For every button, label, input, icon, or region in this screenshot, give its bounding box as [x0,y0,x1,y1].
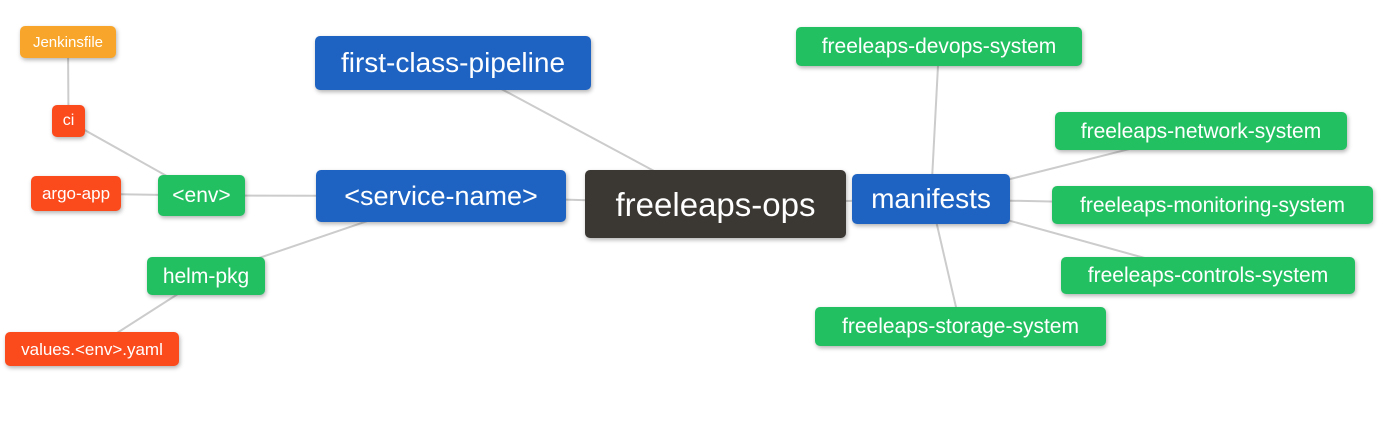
edge-manifests-freeleaps-devops-system [930,46,940,200]
node-jenkinsfile[interactable]: Jenkinsfile [20,26,116,58]
node-ci[interactable]: ci [52,105,85,137]
node-freeleaps-storage-system[interactable]: freeleaps-storage-system [815,307,1106,346]
node-service-name[interactable]: <service-name> [316,170,566,222]
node-env[interactable]: <env> [158,175,245,216]
node-freeleaps-ops[interactable]: freeleaps-ops [585,170,846,238]
node-first-class-pipeline[interactable]: first-class-pipeline [315,36,591,90]
node-freeleaps-controls-system[interactable]: freeleaps-controls-system [1061,257,1355,294]
node-freeleaps-devops-system[interactable]: freeleaps-devops-system [796,27,1082,66]
node-argo-app[interactable]: argo-app [31,176,121,211]
node-helm-pkg[interactable]: helm-pkg [147,257,265,295]
node-values-env-yaml[interactable]: values.<env>.yaml [5,332,179,366]
node-freeleaps-network-system[interactable]: freeleaps-network-system [1055,112,1347,150]
node-manifests[interactable]: manifests [852,174,1010,224]
node-freeleaps-monitoring-system[interactable]: freeleaps-monitoring-system [1052,186,1373,224]
